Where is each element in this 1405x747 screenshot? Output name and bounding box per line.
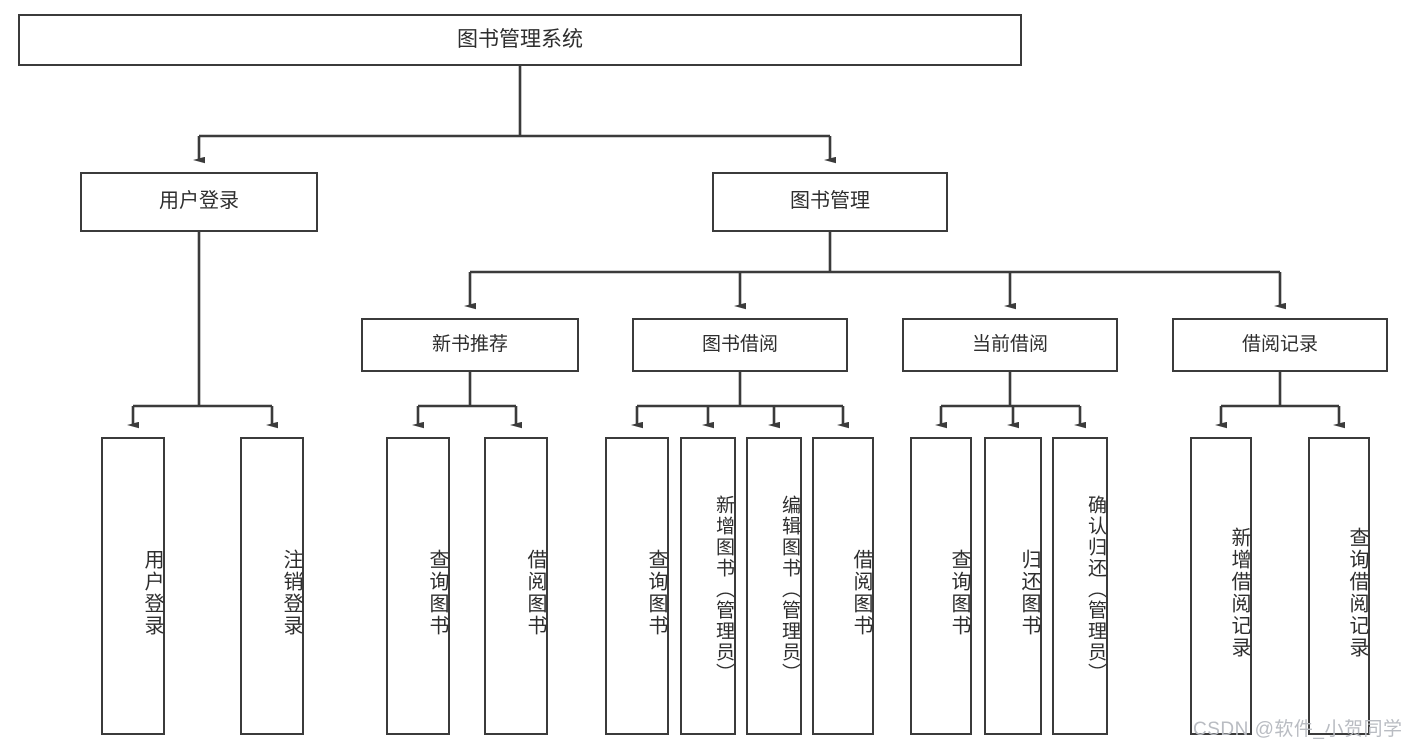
node-leaf-return-book[interactable]: 归还图书 bbox=[984, 437, 1042, 735]
node-leaf-confirm-return[interactable]: 确认归还（管理员） bbox=[1052, 437, 1108, 735]
node-leaf-add-record-label: 新增借阅记录 bbox=[1228, 527, 1250, 659]
node-leaf-user-login-label: 用户登录 bbox=[141, 549, 163, 637]
csdn-watermark: CSDN @软件_小贺同学 bbox=[1193, 719, 1403, 740]
node-leaf-logout[interactable]: 注销登录 bbox=[240, 437, 304, 735]
node-leaf-borrow-book-2-label: 借阅图书 bbox=[850, 549, 872, 637]
node-new-book-recommend-label: 新书推荐 bbox=[431, 333, 508, 355]
node-leaf-user-login[interactable]: 用户登录 bbox=[101, 437, 165, 735]
node-book-manage-label: 图书管理 bbox=[790, 190, 870, 213]
node-leaf-confirm-return-label: 确认归还（管理员） bbox=[1085, 494, 1106, 684]
node-book-manage[interactable]: 图书管理 bbox=[712, 172, 948, 232]
node-leaf-borrow-book-1[interactable]: 借阅图书 bbox=[484, 437, 548, 735]
node-current-borrow-label: 当前借阅 bbox=[971, 333, 1048, 355]
node-leaf-query-record[interactable]: 查询借阅记录 bbox=[1308, 437, 1370, 735]
node-current-borrow[interactable]: 当前借阅 bbox=[902, 318, 1118, 372]
node-leaf-query-book-1-label: 查询图书 bbox=[426, 549, 448, 637]
node-new-book-recommend[interactable]: 新书推荐 bbox=[361, 318, 579, 372]
node-leaf-query-book-2[interactable]: 查询图书 bbox=[605, 437, 669, 735]
node-borrow-record[interactable]: 借阅记录 bbox=[1172, 318, 1388, 372]
node-leaf-query-record-label: 查询借阅记录 bbox=[1346, 527, 1368, 659]
node-user-login[interactable]: 用户登录 bbox=[80, 172, 318, 232]
node-root[interactable]: 图书管理系统 bbox=[18, 14, 1022, 66]
node-leaf-return-book-label: 归还图书 bbox=[1018, 549, 1040, 637]
node-leaf-add-book[interactable]: 新增图书（管理员） bbox=[680, 437, 736, 735]
node-leaf-edit-book-label: 编辑图书（管理员） bbox=[779, 494, 800, 684]
node-leaf-query-book-3-label: 查询图书 bbox=[948, 549, 970, 637]
node-leaf-logout-label: 注销登录 bbox=[280, 549, 302, 637]
node-leaf-add-book-label: 新增图书（管理员） bbox=[713, 494, 734, 684]
node-leaf-borrow-book-1-label: 借阅图书 bbox=[524, 549, 546, 637]
node-leaf-query-book-3[interactable]: 查询图书 bbox=[910, 437, 972, 735]
node-book-borrow-label: 图书借阅 bbox=[701, 333, 778, 355]
node-borrow-record-label: 借阅记录 bbox=[1241, 333, 1318, 355]
node-root-label: 图书管理系统 bbox=[457, 27, 583, 51]
node-book-borrow[interactable]: 图书借阅 bbox=[632, 318, 848, 372]
node-user-login-label: 用户登录 bbox=[159, 190, 239, 213]
node-leaf-edit-book[interactable]: 编辑图书（管理员） bbox=[746, 437, 802, 735]
node-leaf-add-record[interactable]: 新增借阅记录 bbox=[1190, 437, 1252, 735]
node-leaf-borrow-book-2[interactable]: 借阅图书 bbox=[812, 437, 874, 735]
node-leaf-query-book-2-label: 查询图书 bbox=[645, 549, 667, 637]
node-leaf-query-book-1[interactable]: 查询图书 bbox=[386, 437, 450, 735]
